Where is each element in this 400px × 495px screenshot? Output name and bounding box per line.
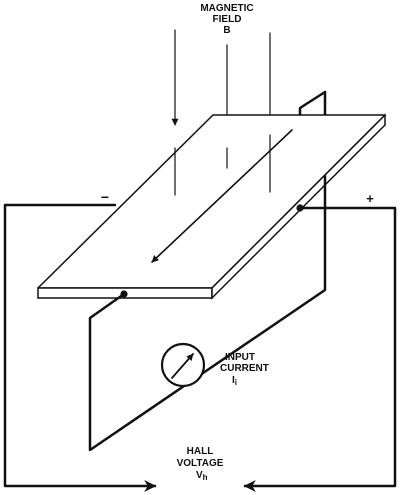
current-label-line1: INPUT — [225, 352, 255, 363]
voltage-label-line2: VOLTAGE — [177, 458, 224, 469]
current-label-line2: CURRENT — [220, 363, 269, 374]
ammeter-needle-icon — [171, 353, 194, 379]
voltage-label-symbol: Vh — [196, 470, 208, 482]
hall-voltage-wire-right — [243, 206, 397, 492]
minus-sign: − — [101, 189, 109, 205]
current-label-symbol: Ii — [232, 375, 237, 387]
ammeter — [160, 342, 206, 388]
voltage-label-line1: HALL — [187, 446, 214, 457]
right-contact — [296, 204, 304, 212]
field-label-line2: FIELD — [213, 14, 242, 25]
hall-voltage-wire-left — [3, 203, 157, 492]
plate-top-face — [37, 114, 386, 289]
field-label-symbol: B — [223, 25, 230, 36]
field-label-line1: MAGNETIC — [200, 3, 253, 14]
plus-sign: + — [366, 191, 374, 206]
current-loop-lower-wire — [88, 174, 327, 452]
current-direction-arrow — [151, 129, 293, 263]
